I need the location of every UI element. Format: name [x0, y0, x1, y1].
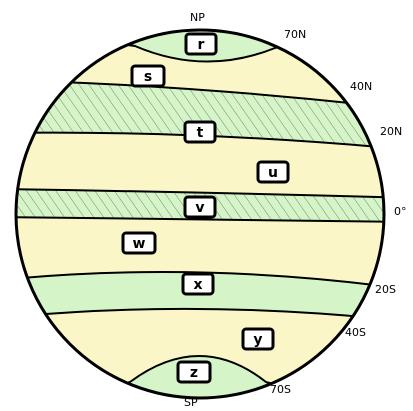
boundary-equator-north	[16, 188, 384, 199]
zone-box-u: u	[256, 160, 290, 184]
latitude-label-40s: 40S	[345, 326, 366, 339]
boundary-equator-south	[16, 216, 384, 223]
south-mid-green-band	[16, 272, 384, 322]
zone-letter-z: z	[190, 365, 198, 381]
south-pole-label: SP	[184, 396, 198, 409]
latitude-label-70s: 70S	[270, 383, 291, 396]
zone-letter-t: t	[197, 125, 204, 141]
latitude-label-70n: 70N	[284, 28, 306, 41]
zone-letter-y: y	[253, 332, 262, 348]
zone-box-z: z	[176, 360, 212, 384]
zone-box-y: y	[241, 327, 275, 351]
zone-box-r: r	[184, 32, 218, 56]
zone-letter-s: s	[144, 69, 152, 85]
north-pole-label: NP	[190, 11, 205, 24]
latitude-label-20s: 20S	[375, 283, 396, 296]
zone-letter-w: w	[133, 236, 146, 252]
zone-letter-r: r	[198, 37, 205, 53]
zone-letter-x: x	[193, 277, 202, 293]
globe-outline	[14, 28, 386, 400]
zone-box-t: t	[183, 120, 217, 144]
zone-box-v: v	[183, 195, 217, 219]
zone-letter-u: u	[268, 165, 278, 181]
zone-letter-v: v	[195, 200, 204, 216]
zone-box-s: s	[130, 64, 166, 88]
zone-box-x: x	[181, 272, 215, 296]
zone-box-w: w	[121, 231, 157, 255]
latitude-label-equator: 0°	[394, 205, 407, 218]
latitude-label-20n: 20N	[380, 125, 402, 138]
latitude-label-40n: 40N	[350, 80, 372, 93]
